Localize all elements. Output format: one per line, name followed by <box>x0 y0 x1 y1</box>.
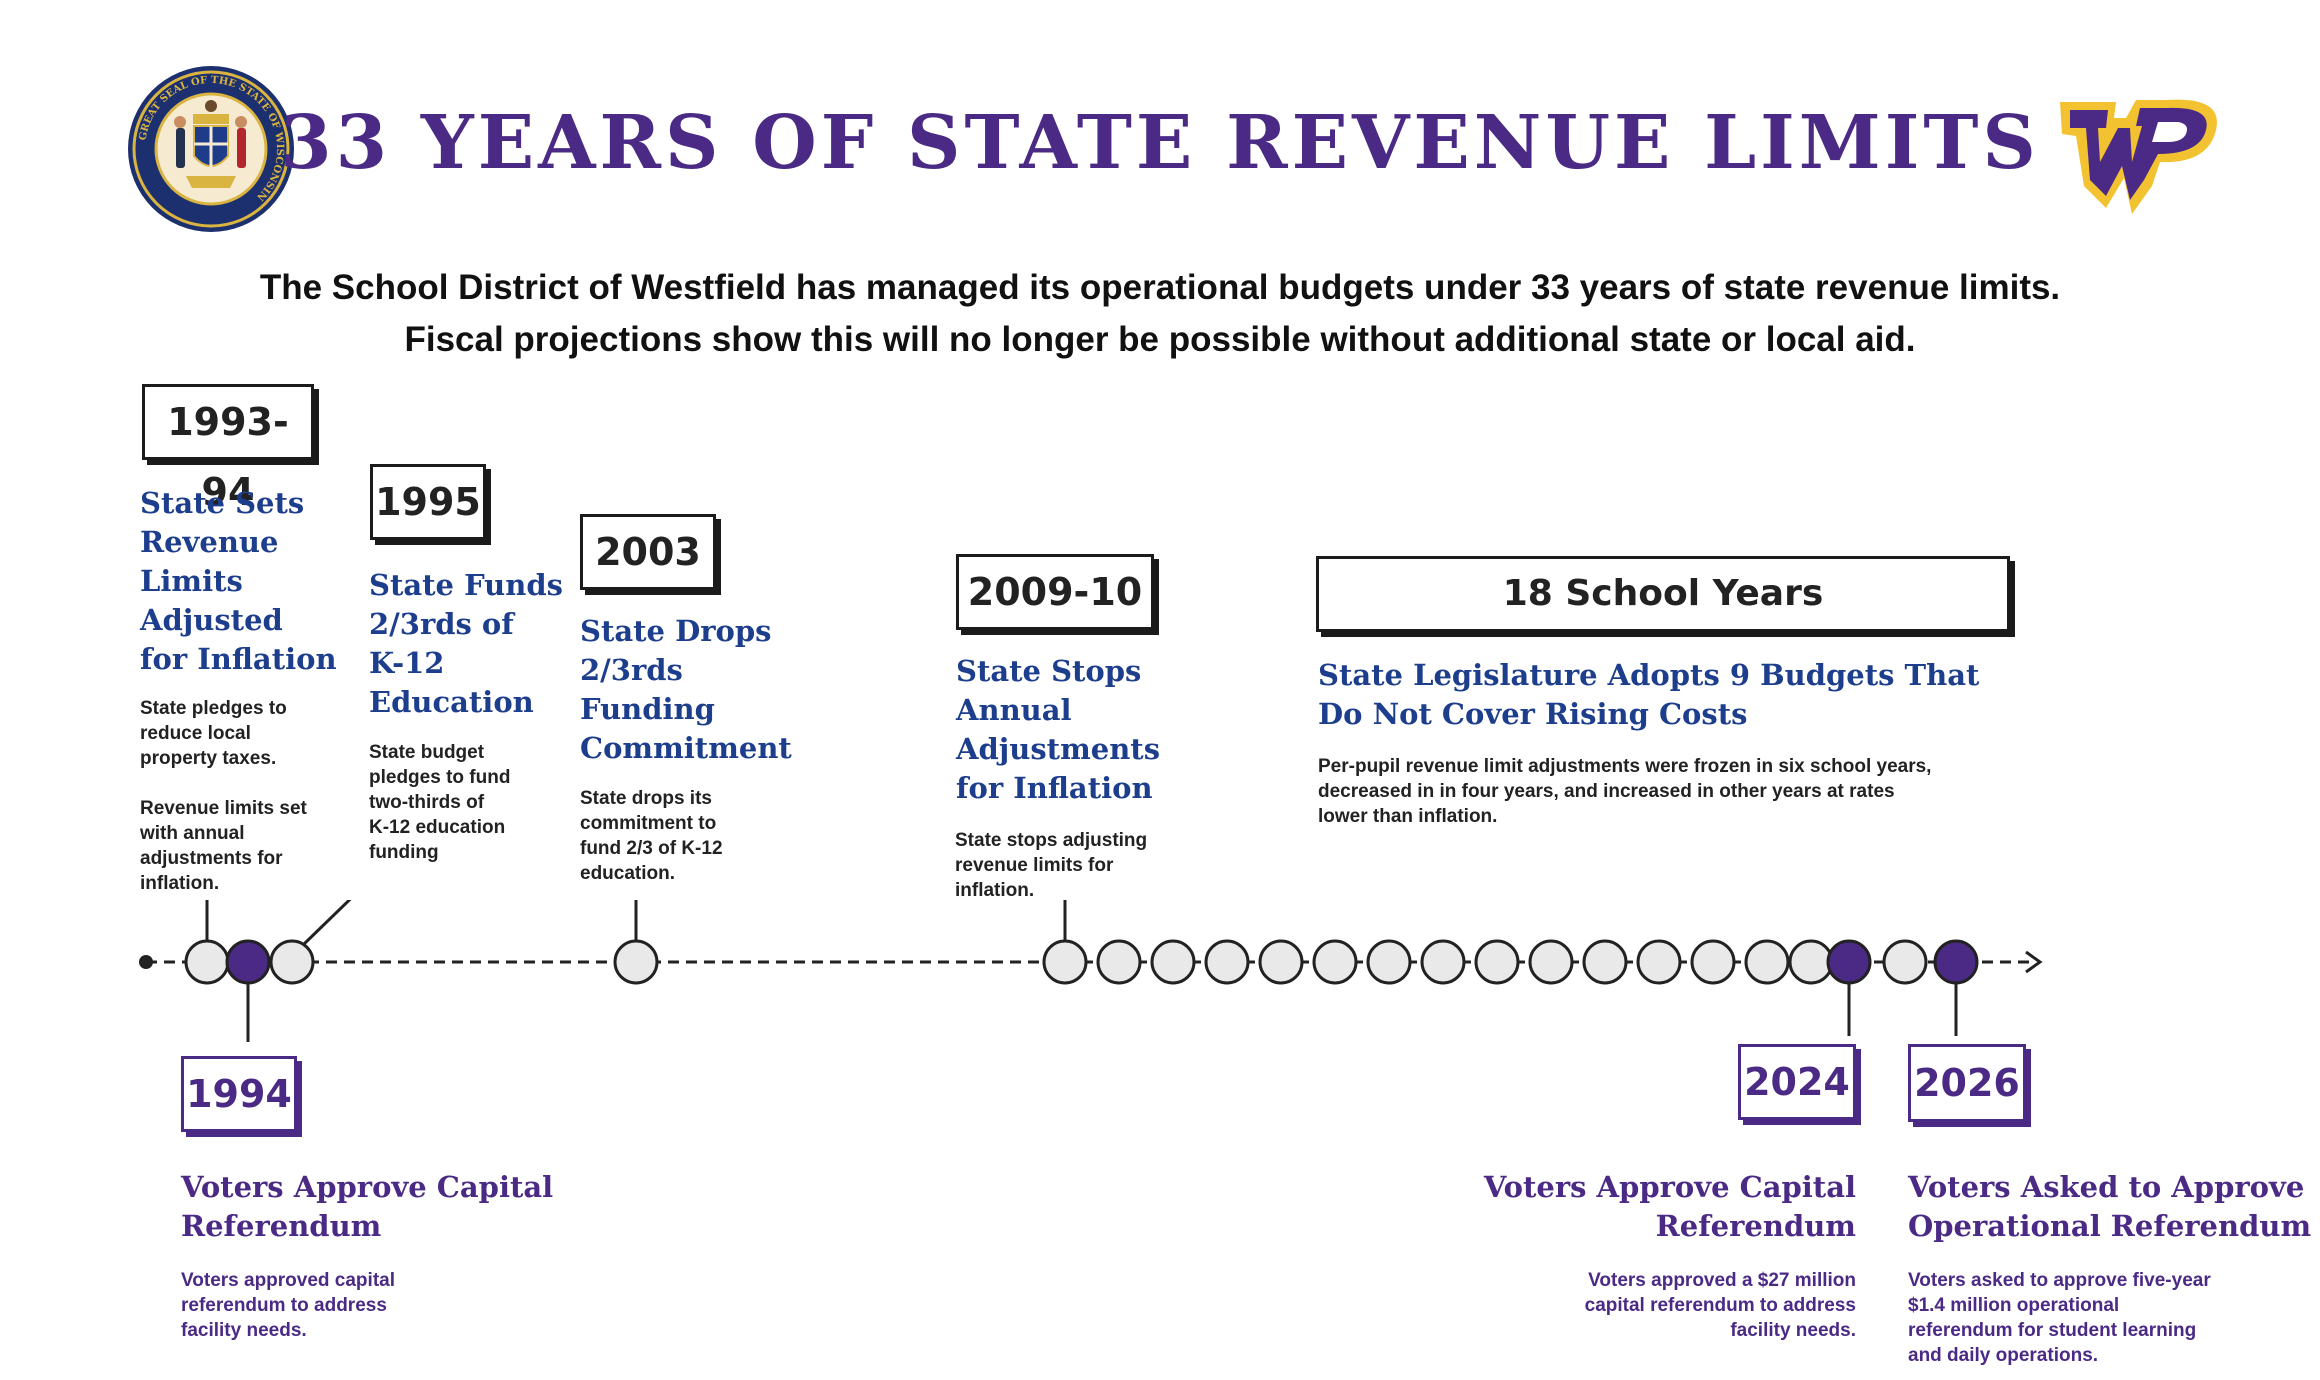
state-seal-logo: GREAT SEAL OF THE STATE OF WISCONSIN <box>128 66 294 232</box>
timeline-node <box>1528 939 1574 985</box>
timeline-node <box>1366 939 1412 985</box>
timeline-start-dot <box>139 955 153 969</box>
event-description: State drops its commitment to fund 2/3 o… <box>580 788 723 884</box>
event-heading: Voters Approve Capital Referendum <box>1483 1170 1856 1243</box>
span-box: 18 School Years <box>1316 556 2010 632</box>
timeline-node <box>184 939 230 985</box>
timeline-node <box>269 939 315 985</box>
timeline-node <box>1042 939 1088 985</box>
event-heading: State Drops 2/3rds Funding Commitment <box>580 614 792 765</box>
event-heading: State Legislature Adopts 9 Budgets That … <box>1318 658 1980 731</box>
intro-line-2: Fiscal projections show this will no lon… <box>404 320 1916 359</box>
year-box: 2024 <box>1738 1044 1856 1120</box>
event-heading: Voters Approve Capital Referendum <box>181 1170 554 1243</box>
timeline-node <box>1744 939 1790 985</box>
event-description: Per-pupil revenue limit adjustments were… <box>1318 756 1932 827</box>
timeline-nodes <box>184 939 1979 985</box>
timeline-node <box>1258 939 1304 985</box>
timeline-node <box>1474 939 1520 985</box>
event-heading: State Stops Annual Adjustments for Infla… <box>956 654 1161 805</box>
timeline-node <box>1150 939 1196 985</box>
timeline-node <box>1690 939 1736 985</box>
event-heading: Voters Asked to Approve Operational Refe… <box>1908 1170 2312 1243</box>
district-wp-logo <box>2060 99 2217 214</box>
timeline-node-highlighted <box>225 939 271 985</box>
timeline-node <box>1882 939 1928 985</box>
timeline-node <box>1204 939 1250 985</box>
event-description: State pledges to reduce local property t… <box>140 698 307 894</box>
timeline-node <box>1312 939 1358 985</box>
intro-line-1: The School District of Westfield has man… <box>259 268 2061 307</box>
timeline-node <box>1582 939 1628 985</box>
event-heading: State Sets Revenue Limits Adjusted for I… <box>140 486 337 676</box>
year-box: 2026 <box>1908 1044 2026 1122</box>
timeline-arrowhead <box>2025 950 2043 974</box>
event-description: Voters approved a $27 million capital re… <box>1584 1270 1856 1341</box>
timeline-node <box>613 939 659 985</box>
event-description: State stops adjusting revenue limits for… <box>955 830 1148 901</box>
timeline-node <box>1788 939 1834 985</box>
year-box: 1993-94 <box>142 384 314 514</box>
timeline-node <box>1096 939 1142 985</box>
timeline-node-highlighted <box>1826 939 1872 985</box>
timeline-node <box>1420 939 1466 985</box>
year-box: 1994 <box>181 1056 297 1132</box>
year-box: 1995 <box>370 464 486 540</box>
timeline-node-highlighted <box>1933 939 1979 985</box>
event-description: Voters approved capital referendum to ad… <box>181 1270 395 1341</box>
event-heading: State Funds 2/3rds of K-12 Education <box>369 568 563 719</box>
timeline-node <box>1636 939 1682 985</box>
year-box: 2003 <box>580 514 716 590</box>
event-description: State budget pledges to fund two-thirds … <box>369 742 511 863</box>
page-title: 33 YEARS OF STATE REVENUE LIMITS <box>280 100 2040 186</box>
timeline <box>139 900 2043 1042</box>
event-description: Voters asked to approve five-year $1.4 m… <box>1908 1270 2211 1366</box>
year-box: 2009-10 <box>956 554 1154 630</box>
